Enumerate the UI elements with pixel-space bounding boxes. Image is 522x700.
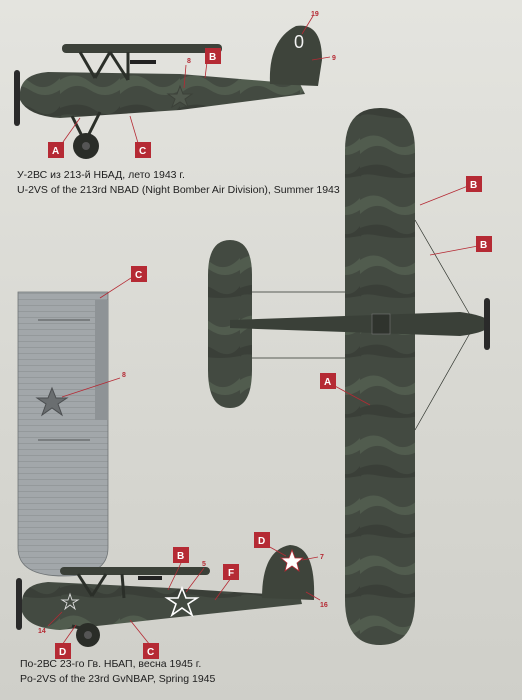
fuselage-plan bbox=[230, 312, 490, 336]
callout-8-top: 8 bbox=[187, 58, 191, 65]
callout-b-top: B bbox=[209, 52, 216, 63]
upper-wing-1945 bbox=[60, 567, 210, 575]
wing-plan-upper bbox=[345, 108, 415, 645]
plan-view: B B A bbox=[208, 108, 492, 645]
callout-c-top: C bbox=[139, 146, 146, 157]
callout-d-nose: D bbox=[59, 647, 66, 658]
callout-d-tail: D bbox=[258, 536, 265, 547]
callout-8-wing: 8 bbox=[122, 372, 126, 379]
caption-1945-en: Po-2VS of the 23rd GvNBAP, Spring 1945 bbox=[20, 673, 216, 685]
lower-wing-underside bbox=[17, 291, 109, 577]
callout-14: 14 bbox=[38, 628, 46, 635]
machine-gun bbox=[130, 60, 156, 64]
callout-9-top: 9 bbox=[332, 55, 336, 62]
tail-fin bbox=[269, 25, 322, 86]
propeller bbox=[14, 70, 20, 126]
caption-1943-ru: У-2ВС из 213-й НБАД, лето 1943 г. bbox=[17, 169, 185, 181]
caption-1945: По-2ВС 23-го Гв. НБАП, весна 1945 г. Po-… bbox=[20, 657, 215, 687]
fuselage-1945 bbox=[22, 582, 302, 630]
callout-a-top: A bbox=[52, 146, 59, 157]
wing-underside-view: C 8 bbox=[17, 266, 147, 577]
caption-1945-ru: По-2ВС 23-го Гв. НБАП, весна 1945 г. bbox=[20, 658, 202, 670]
tail-number: 0 bbox=[294, 32, 304, 52]
side-view-1943: 0 A C B 8 9 19 bbox=[14, 11, 336, 159]
fuselage bbox=[20, 72, 305, 118]
callout-b-plan-2: B bbox=[480, 240, 487, 251]
caption-1943: У-2ВС из 213-й НБАД, лето 1943 г. U-2VS … bbox=[17, 168, 340, 198]
callout-f: F bbox=[228, 568, 234, 579]
callout-7: 7 bbox=[320, 554, 324, 561]
caption-1943-en: U-2VS of the 213rd NBAD (Night Bomber Ai… bbox=[17, 184, 340, 196]
callout-5: 5 bbox=[202, 561, 206, 568]
callout-b-bottom: B bbox=[177, 551, 184, 562]
upper-wing bbox=[62, 44, 222, 53]
side-view-1945: B D F D C 5 7 14 16 bbox=[16, 532, 328, 659]
callout-b-plan-1: B bbox=[470, 180, 477, 191]
callout-c-bottom: C bbox=[147, 647, 154, 658]
callout-19-top: 19 bbox=[311, 11, 319, 18]
callout-a-plan: A bbox=[324, 377, 331, 388]
callout-16: 16 bbox=[320, 602, 328, 609]
callout-c-wing: C bbox=[135, 270, 142, 281]
